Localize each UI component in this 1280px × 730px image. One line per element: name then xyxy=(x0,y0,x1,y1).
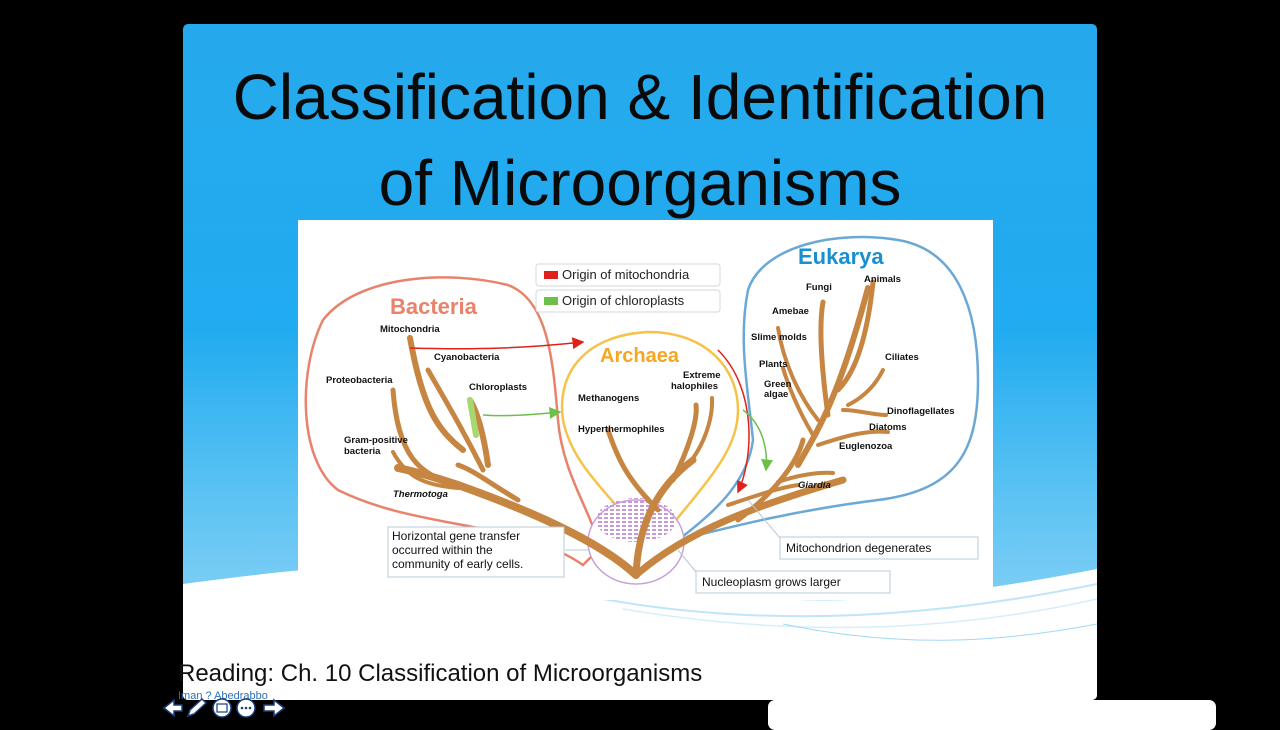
slide-nav-controls xyxy=(162,697,286,718)
tree-branches xyxy=(390,279,890,579)
label-giardia: Giardia xyxy=(798,480,831,491)
label-cyanobacteria: Cyanobacteria xyxy=(434,352,500,363)
slides-menu-icon[interactable] xyxy=(212,698,232,718)
archaea-outline xyxy=(560,330,740,542)
domain-bacteria-label: Bacteria xyxy=(390,294,478,319)
eukarya-outline xyxy=(677,235,980,542)
label-methanogens: Methanogens xyxy=(578,393,639,404)
label-bacteria: bacteria xyxy=(344,446,381,457)
reading-assignment: Reading: Ch. 10 Classification of Microo… xyxy=(178,660,703,687)
mitochondria-to-eukarya-arrow xyxy=(717,349,750,494)
title-line-1: Classification & Identification xyxy=(232,61,1048,133)
domain-archaea-label: Archaea xyxy=(600,345,680,367)
label-euglenozoa: Euglenozoa xyxy=(839,441,893,452)
bacteria-outline xyxy=(304,276,600,567)
callout-hgt-line2: occurred within the xyxy=(392,543,493,557)
label-diatoms: Diatoms xyxy=(869,422,906,433)
callout-nucleoplasm: Nucleoplasm grows larger xyxy=(702,575,841,589)
label-algae: algae xyxy=(764,389,788,400)
mitochondria-transfer-arrow xyxy=(409,337,585,350)
label-proteobacteria: Proteobacteria xyxy=(326,375,393,386)
label-plants: Plants xyxy=(759,359,788,370)
label-extreme: Extreme xyxy=(683,370,721,381)
more-options-icon[interactable] xyxy=(236,698,256,718)
nucleoplasm-box xyxy=(695,570,891,594)
pen-icon[interactable] xyxy=(186,697,208,718)
legend-mitochondria: Origin of mitochondria xyxy=(562,267,690,282)
phylogenetic-tree-figure: Origin of mitochondria Origin of chlorop… xyxy=(298,220,993,600)
callout-mitochondrion-degenerates: Mitochondrion degenerates xyxy=(786,541,931,555)
nav-forward-icon[interactable] xyxy=(263,698,286,718)
callout-hgt-line3: community of early cells. xyxy=(392,557,523,571)
title-line-2: of Microorganisms xyxy=(378,147,902,219)
legend-chloroplasts: Origin of chloroplasts xyxy=(562,293,685,308)
label-ciliates: Ciliates xyxy=(885,352,919,363)
label-mitochondria: Mitochondria xyxy=(380,324,440,335)
label-animals: Animals xyxy=(864,274,901,285)
chloroplast-transfer-arrow xyxy=(482,406,562,419)
label-hyperthermophiles: Hyperthermophiles xyxy=(578,424,665,435)
bottom-panel xyxy=(768,700,1216,730)
callout-hgt-line1: Horizontal gene transfer xyxy=(392,529,520,543)
label-halophiles: halophiles xyxy=(671,381,718,392)
chloroplast-to-eukarya-arrow xyxy=(742,409,774,472)
phylogenetic-tree: Origin of mitochondria Origin of chlorop… xyxy=(304,235,980,594)
domain-eukarya-label: Eukarya xyxy=(798,244,884,269)
label-thermotoga: Thermotoga xyxy=(393,489,448,500)
slide-title: Classification & Identification of Micro… xyxy=(183,54,1097,226)
label-green: Green xyxy=(764,379,792,390)
label-fungi: Fungi xyxy=(806,282,832,293)
nav-back-icon[interactable] xyxy=(162,698,183,718)
mito-degenerates-box xyxy=(779,536,979,560)
hgt-callout-box xyxy=(387,526,565,578)
label-slime-molds: Slime molds xyxy=(751,332,807,343)
label-dinoflagellates: Dinoflagellates xyxy=(887,406,955,417)
label-chloroplasts: Chloroplasts xyxy=(469,382,527,393)
label-amebae: Amebae xyxy=(772,306,809,317)
label-gram-positive: Gram-positive xyxy=(344,435,408,446)
